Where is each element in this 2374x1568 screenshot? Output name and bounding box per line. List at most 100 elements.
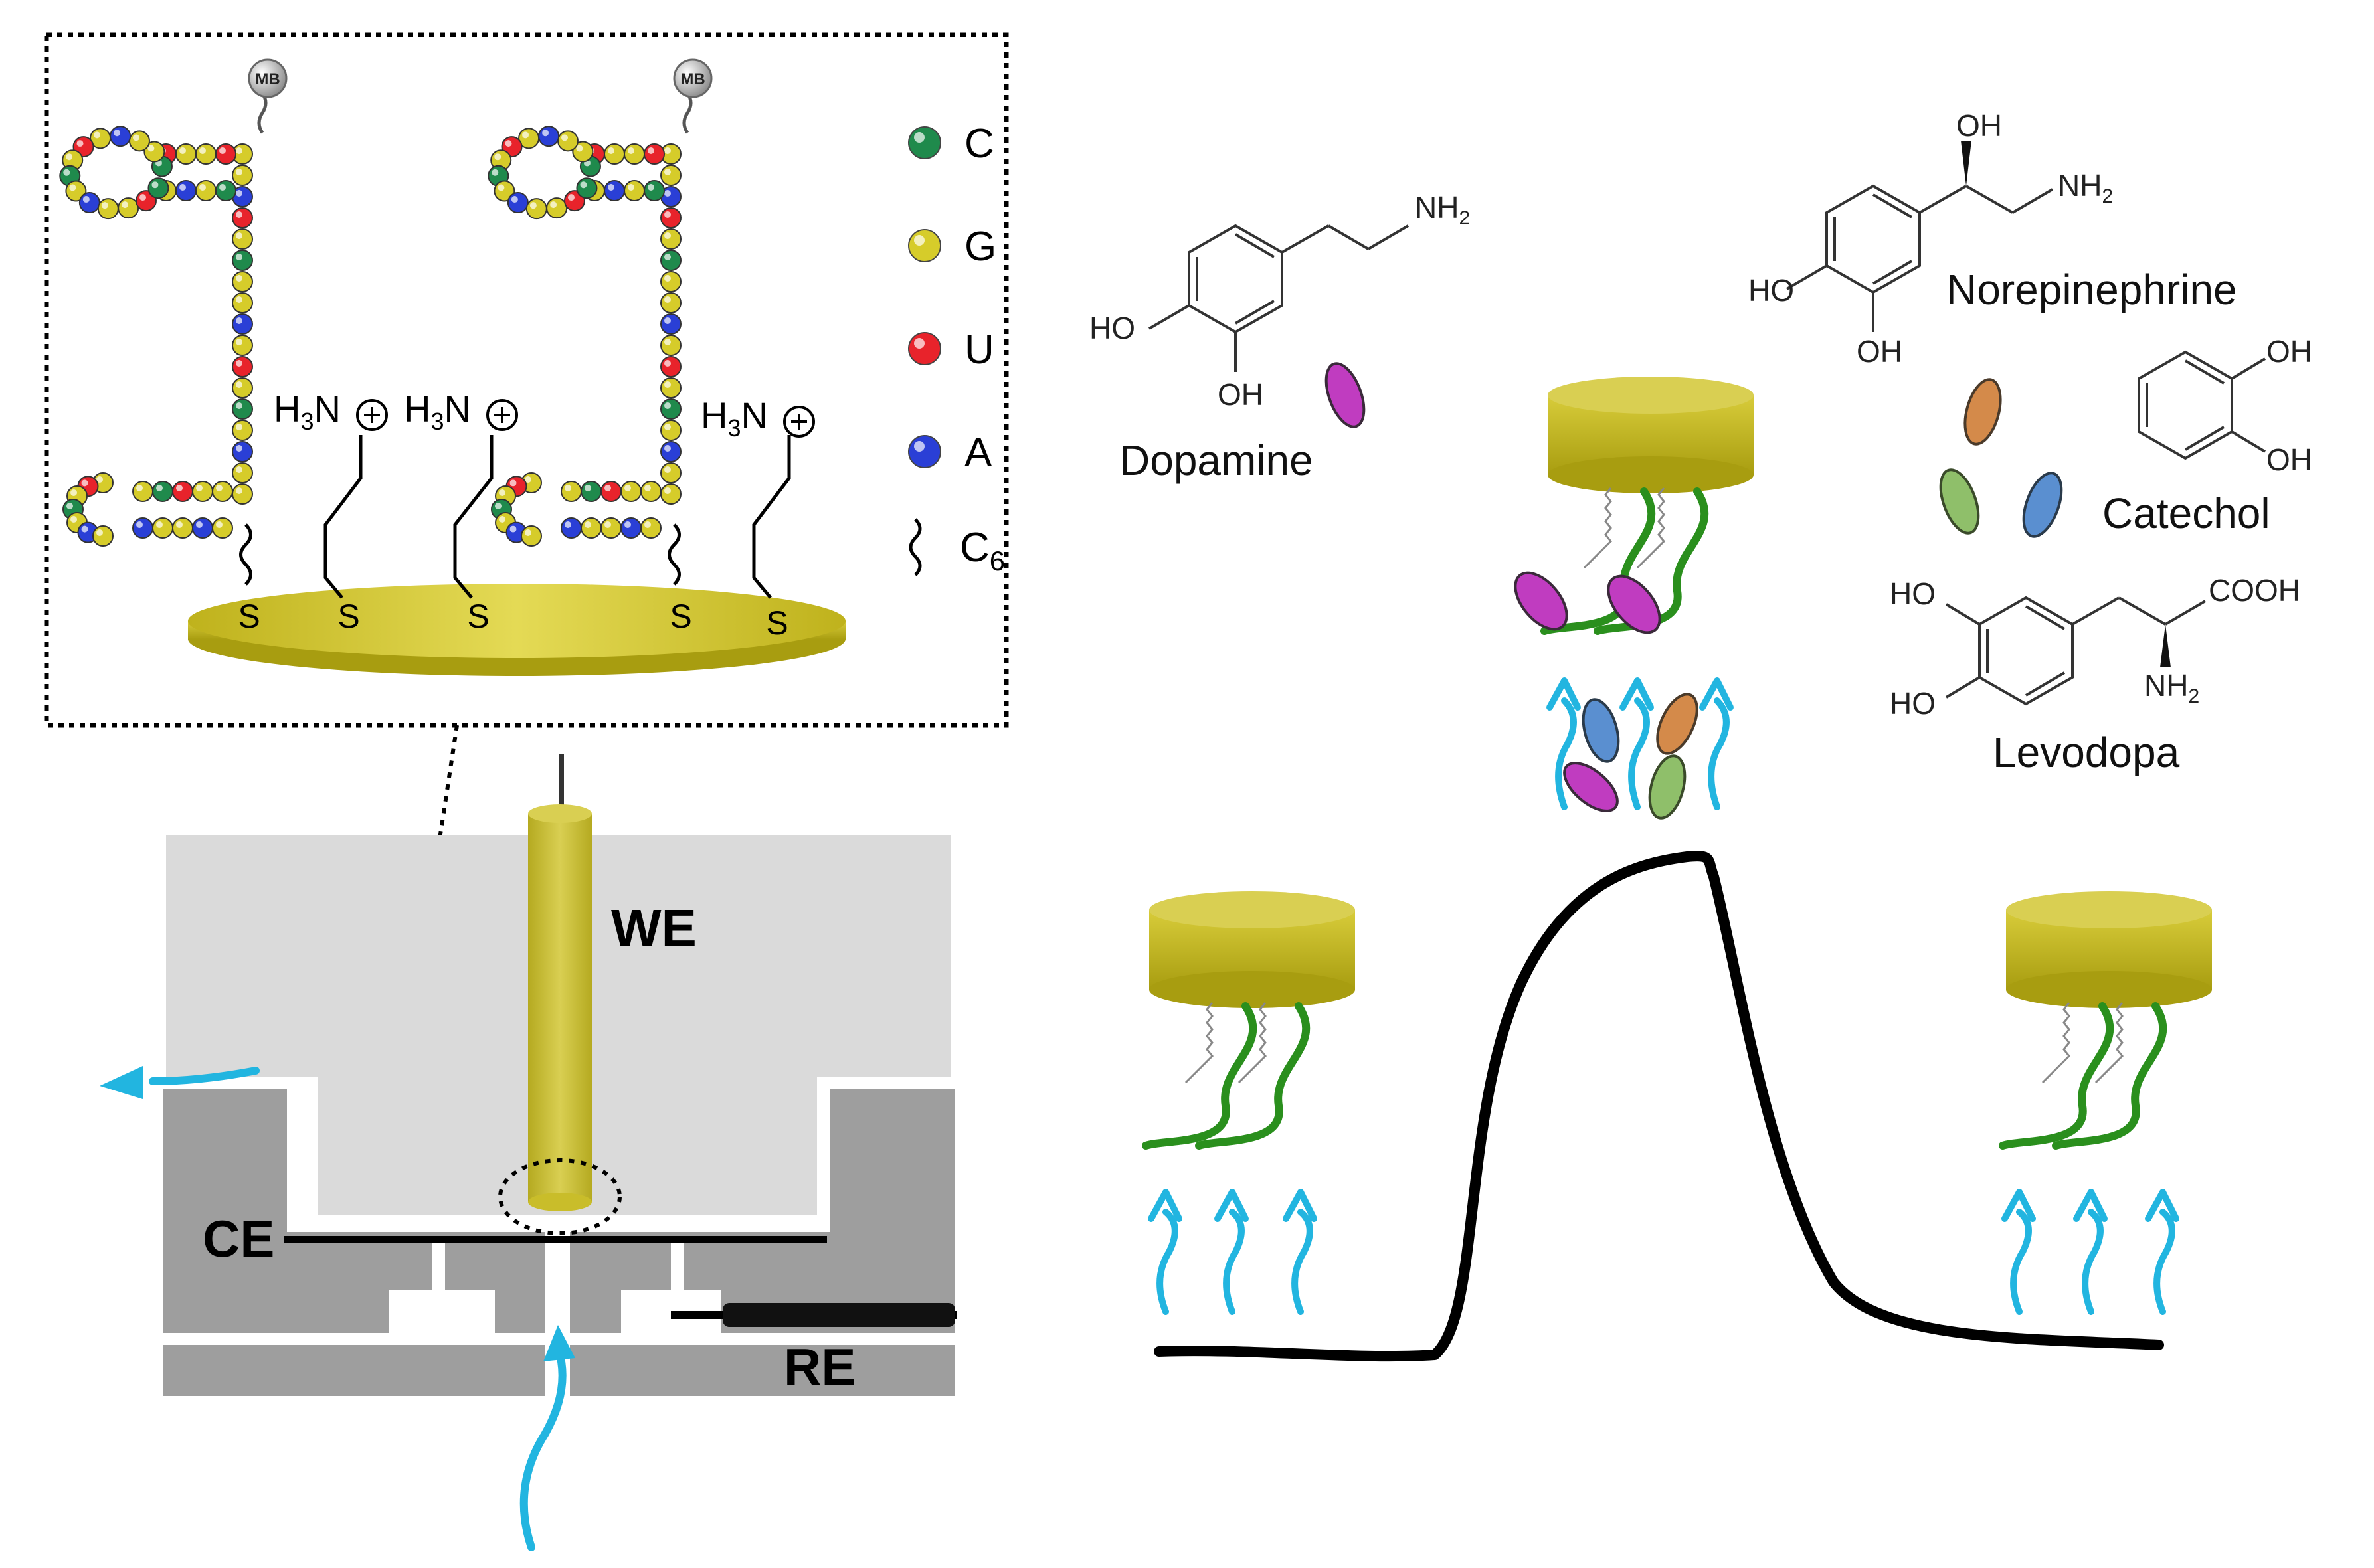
nucleotide-bead — [624, 143, 645, 165]
legend-swatch — [908, 126, 941, 159]
nucleotide-bead — [192, 481, 213, 502]
nucleotide-highlight — [567, 194, 575, 201]
nucleotide-highlight — [236, 211, 242, 218]
nucleotide-highlight — [664, 211, 671, 218]
nucleotide-bead — [212, 481, 233, 502]
nucleotide-highlight — [96, 476, 103, 483]
nucleotide-bead — [132, 517, 153, 539]
flow-arrow-shaft — [2010, 1209, 2032, 1315]
nucleotide-bead — [132, 481, 153, 502]
nucleotide-highlight — [495, 503, 502, 509]
nucleotide-highlight — [585, 521, 591, 528]
legend-swatch-highlight — [914, 441, 925, 452]
nucleotide-bead — [232, 250, 253, 271]
nucleotide-highlight — [236, 402, 242, 409]
nucleotide-highlight — [76, 140, 84, 147]
sensor-tips — [1142, 377, 2212, 1150]
nucleotide-bead — [195, 180, 217, 201]
nucleotide-highlight — [147, 145, 155, 152]
interferent-particle-blue — [1582, 698, 1620, 763]
aptamer-strand — [1195, 1002, 1311, 1150]
nucleotide-highlight — [565, 485, 571, 491]
flow-arrow-head — [1214, 1189, 1249, 1222]
nucleotide-highlight — [511, 196, 518, 203]
aptamer-strand — [1999, 1002, 2114, 1150]
nucleotide-highlight — [156, 485, 163, 491]
levodopa-wedge — [2160, 624, 2171, 667]
dopamine-hydroxyl: OH — [1218, 377, 1263, 412]
nucleotide-bead — [660, 377, 682, 398]
nucleotide-highlight — [664, 275, 671, 282]
catechol-hydroxyl: OH — [2266, 334, 2312, 369]
nucleotide-highlight — [624, 485, 631, 491]
nucleotide-bead — [232, 228, 253, 250]
nucleotide-highlight — [219, 147, 226, 154]
nucleotide-bead — [232, 483, 253, 505]
cysteamine-chain — [752, 435, 791, 599]
thiol-label: S — [467, 598, 489, 635]
nucleotide-highlight — [494, 153, 502, 161]
nucleotide-bead — [110, 126, 132, 147]
nucleotide-bead — [576, 177, 598, 199]
nucleotide-bead — [192, 517, 213, 539]
nucleotide-highlight — [529, 202, 537, 209]
nucleotide-bead — [147, 177, 169, 199]
norepinephrine-hydroxyl: OH — [1956, 108, 2002, 143]
nucleotide-highlight — [664, 402, 671, 409]
nucleotide-bead — [600, 517, 622, 539]
nucleotide-highlight — [176, 521, 183, 528]
linker-zigzag — [1184, 1002, 1214, 1084]
levodopa-amine: NH2 — [2144, 668, 2199, 707]
nucleotide-highlight — [608, 184, 614, 191]
nucleotide-highlight — [525, 476, 531, 483]
we-label: WE — [611, 899, 697, 958]
nucleotide-highlight — [66, 503, 73, 509]
norepinephrine-hydroxyl: OH — [1857, 334, 1902, 369]
nucleotide-bead — [581, 517, 602, 539]
nucleotide-highlight — [664, 190, 671, 197]
nucleotide-bead — [78, 192, 100, 214]
nucleotide-highlight — [216, 485, 223, 491]
nucleotide-highlight — [664, 445, 671, 452]
flow-arrow-head — [1699, 677, 1734, 711]
nucleotide-bead — [660, 292, 682, 313]
flow-arrow — [1619, 677, 1654, 810]
nucleotide-highlight — [66, 153, 73, 161]
flow-arrow — [1283, 1189, 1317, 1315]
nucleotide-highlight — [216, 521, 223, 528]
nucleotide-highlight — [236, 424, 242, 430]
inset-panel: MB MB S S S S S H3N H3N H — [44, 32, 1009, 728]
nucleotide-highlight — [664, 339, 671, 345]
linker-legend-label: C6 — [960, 525, 1005, 576]
nucleotide-bead — [561, 517, 582, 539]
gold-cylinder-base — [2006, 971, 2212, 1008]
nucleotide-highlight — [624, 521, 631, 528]
flow-arrow — [1546, 677, 1581, 810]
nucleotide-highlight — [236, 381, 242, 388]
legend-label: C — [964, 121, 994, 167]
flow-arrow-head — [1148, 1189, 1182, 1222]
nucleotide-highlight — [608, 147, 614, 154]
thiol-label: S — [766, 604, 788, 642]
catechol-name: Catechol — [2102, 489, 2270, 537]
nucleotide-highlight — [509, 525, 517, 533]
linker-right — [668, 523, 681, 586]
nucleotide-highlight — [179, 184, 186, 191]
flow-arrow — [1214, 1189, 1249, 1315]
nucleotide-bead — [232, 356, 253, 377]
mb-tag-left: MB — [248, 58, 288, 134]
legend-linker: C6 — [909, 518, 1005, 576]
linker-zigzag — [2041, 1002, 2071, 1084]
ammonium-label: H3N — [404, 388, 518, 435]
ce-pocket-stem — [432, 1242, 445, 1292]
nucleotide-bead — [118, 197, 139, 219]
flow-arrow-head — [1283, 1189, 1317, 1222]
legend-label: G — [964, 224, 996, 270]
nucleotide-bead — [232, 335, 253, 356]
interferent-particle-green — [1939, 468, 1980, 535]
nucleotide-highlight — [648, 147, 654, 154]
ammonium-label: H3N — [701, 394, 815, 442]
levodopa-acid: COOH — [2209, 573, 2300, 608]
nucleotide-bead — [557, 130, 579, 152]
nucleotide-highlight — [151, 181, 159, 189]
